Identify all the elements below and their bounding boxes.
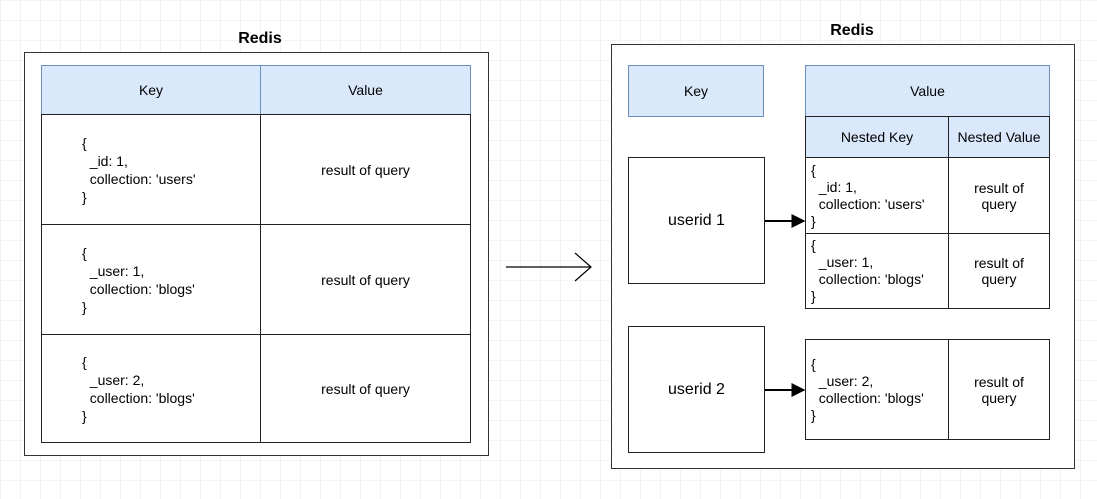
left-row-value: result of query xyxy=(260,224,471,335)
right-group-key: userid 1 xyxy=(628,157,765,284)
right-value-header: Value xyxy=(805,65,1050,117)
left-redis-title: Redis xyxy=(238,30,282,47)
right-key-header: Key xyxy=(628,65,764,117)
right-nested-key: { _id: 1, collection: 'users' } xyxy=(805,157,949,234)
left-row-value: result of query xyxy=(260,334,471,443)
right-group-key: userid 2 xyxy=(628,326,765,453)
right-nested-value: result of query xyxy=(948,339,1050,440)
right-nested-value: result of query xyxy=(948,157,1050,234)
right-redis-title: Redis xyxy=(830,22,874,39)
right-nested-key: { _user: 1, collection: 'blogs' } xyxy=(805,233,949,309)
right-nested-key: { _user: 2, collection: 'blogs' } xyxy=(805,339,949,440)
right-nested-value: result of query xyxy=(948,233,1050,309)
left-value-header: Value xyxy=(260,65,471,115)
left-row-key: { _user: 2, collection: 'blogs' } xyxy=(41,334,261,443)
transform-arrow xyxy=(506,252,592,282)
left-row-value: result of query xyxy=(260,114,471,225)
